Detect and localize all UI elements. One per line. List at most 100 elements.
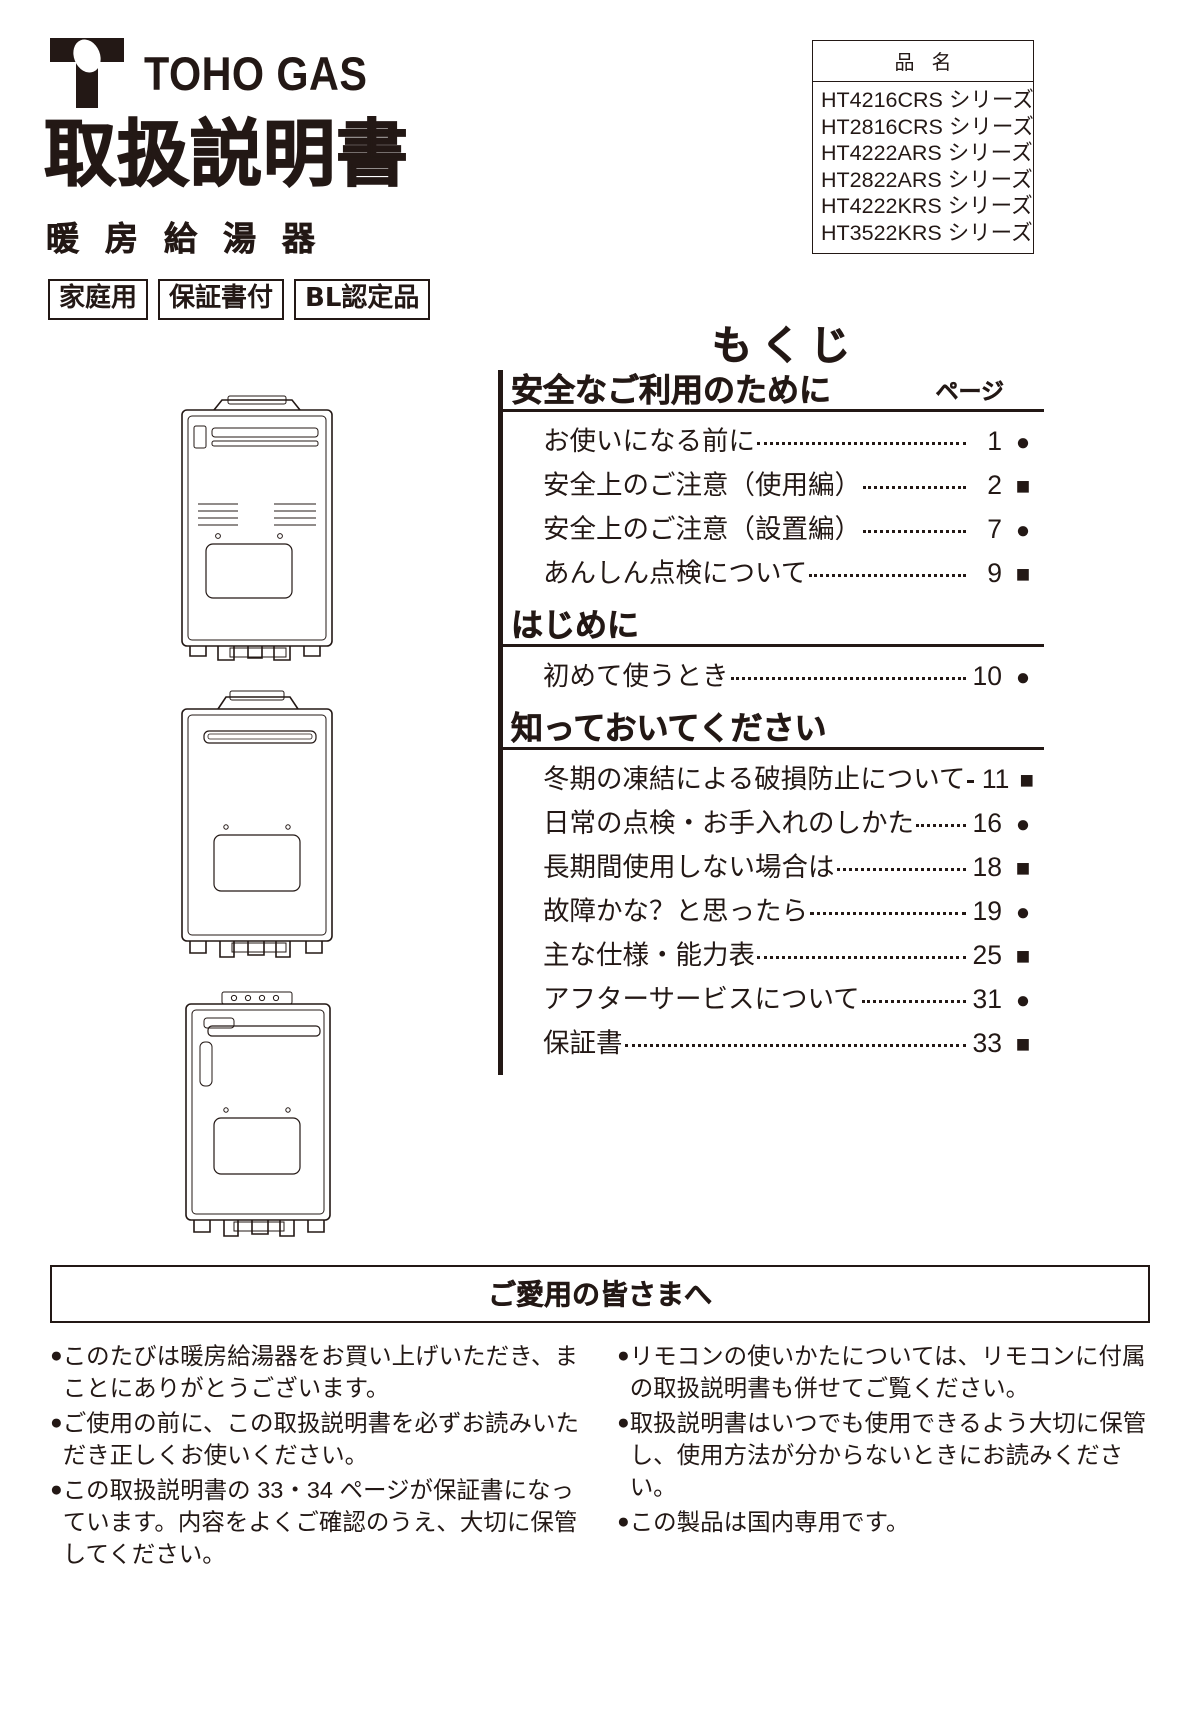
circle-marker-icon <box>1002 519 1044 543</box>
list-item[interactable]: 日常の点検・お手入れのしかた 16 <box>503 801 1044 845</box>
bullet-icon: ● <box>617 1344 630 1367</box>
square-marker-icon <box>1002 857 1044 881</box>
list-item[interactable]: 主な仕様・能力表 25 <box>503 933 1044 977</box>
toc-item-label: 主な仕様・能力表 <box>543 940 755 970</box>
list-item: HT2816CRS シリーズ <box>821 114 1034 139</box>
list-item: ● この製品は国内専用です。 <box>617 1507 1150 1539</box>
list-item[interactable]: 保証書 33 <box>503 1021 1044 1065</box>
list-item: HT4216CRS シリーズ <box>821 88 1034 112</box>
toc-item-label: 故障かな？と思ったら <box>543 896 808 926</box>
list-item: ● このたびは暖房給湯器をお買い上げいただき、まことにありがとうございます。 <box>50 1341 583 1405</box>
circle-marker-icon <box>1002 989 1044 1013</box>
list-item[interactable]: 安全上のご注意（使用編） 2 <box>503 463 1044 507</box>
badge-bl-certified: BL認定品 <box>294 279 431 321</box>
toc-item-page: 31 <box>972 984 1002 1014</box>
toc-section-items: 初めて使うとき 10 <box>498 647 1044 708</box>
toc-leader-dots <box>810 912 966 915</box>
product-table-header: 品名 <box>813 41 1033 82</box>
list-item[interactable]: あんしん点検について 9 <box>503 551 1044 595</box>
toc-item-page: 18 <box>972 852 1002 882</box>
toc-leader-dots <box>836 868 966 871</box>
wall-hung-water-heater-unit-1-icon <box>181 395 333 661</box>
notice-right-column: ● リモコンの使いかたについては、リモコンに付属の取扱説明書も併せてご覧ください… <box>617 1341 1150 1574</box>
square-marker-icon <box>1002 563 1044 587</box>
square-marker-icon <box>1002 1033 1044 1057</box>
toc-item-label: 日常の点検・お手入れのしかた <box>543 808 914 838</box>
toc-item-page: 7 <box>987 514 1002 544</box>
notice-columns: ● このたびは暖房給湯器をお買い上げいただき、まことにありがとうございます。 ●… <box>50 1341 1150 1574</box>
badge-warranty-included: 保証書付 <box>158 279 285 321</box>
toc-item-label: 保証書 <box>543 1028 623 1058</box>
list-item[interactable]: アフターサービスについて 31 <box>503 977 1044 1021</box>
wall-hung-water-heater-unit-2-icon <box>181 690 333 958</box>
circle-marker-icon <box>1002 901 1044 925</box>
toc-page-label: ページ <box>935 379 1004 405</box>
notice-text: この取扱説明書の 33・34 ページが保証書になっています。内容をよくご確認のう… <box>62 1476 578 1567</box>
square-marker-icon <box>1002 945 1044 969</box>
toc-leader-dots <box>967 780 974 783</box>
toc-section-items: 冬期の凍結による破損防止について 11 日常の点検・お手入れのしかた 16 長期… <box>498 750 1044 1075</box>
toc-item-label: 安全上のご注意（使用編） <box>543 470 861 500</box>
list-item: ● ご使用の前に、この取扱説明書を必ずお読みいただき正しくお使いください。 <box>50 1408 583 1472</box>
list-item[interactable]: 安全上のご注意（設置編） 7 <box>503 507 1044 551</box>
toc-leader-dots <box>757 442 966 445</box>
notice-text: この製品は国内専用です。 <box>629 1508 910 1535</box>
toc-item-page: 16 <box>972 808 1002 838</box>
wall-hung-water-heater-unit-3-icon <box>185 991 331 1237</box>
notice-text: リモコンの使いかたについては、リモコンに付属の取扱説明書も併せてご覧ください。 <box>629 1343 1146 1401</box>
toc-leader-dots <box>809 574 966 577</box>
product-name-table: 品名 HT4216CRS シリーズ HT2816CRS シリーズ HT4222A… <box>812 40 1034 255</box>
toc-item-page: 10 <box>972 661 1002 691</box>
toc-section-title: 知っておいてください <box>511 709 827 748</box>
toc-leader-dots <box>863 530 966 533</box>
badge-home-use: 家庭用 <box>48 279 149 321</box>
page-title: 取扱説明書 <box>43 112 410 196</box>
toc-section-items: お使いになる前に 1 安全上のご注意（使用編） 2 安全上のご注意（設置編） 7 <box>498 412 1044 605</box>
toc-item-page: 11 <box>981 764 1010 794</box>
list-item: HT2822ARS シリーズ <box>821 167 1033 192</box>
toc-leader-dots <box>863 486 966 489</box>
bullet-icon: ● <box>617 1509 630 1533</box>
toc-section-header: はじめに <box>498 605 1044 647</box>
list-item[interactable]: 初めて使うとき 10 <box>503 654 1044 698</box>
toc-section-safety: 安全なご利用のために ページ お使いになる前に 1 安全上のご注意（使用編） 2 <box>498 370 1044 605</box>
list-item: HT4222KRS シリーズ <box>821 194 1033 219</box>
toc-leader-dots <box>757 956 966 959</box>
toc-leader-dots <box>916 824 966 827</box>
notice-box: ご愛用の皆さまへ ● このたびは暖房給湯器をお買い上げいただき、まことにありがと… <box>50 1265 1150 1574</box>
toc-item-page: 1 <box>987 426 1002 456</box>
toc-item-label: あんしん点検について <box>543 558 808 588</box>
toc-leader-dots <box>730 677 966 680</box>
toc-item-label: 初めて使うとき <box>543 661 729 691</box>
brand-logo: TOHO GAS <box>48 36 398 110</box>
notice-heading: ご愛用の皆さまへ <box>50 1265 1150 1323</box>
bullet-icon: ● <box>617 1410 630 1434</box>
toc-title: もくじ <box>712 323 859 370</box>
toc-item-label: 安全上のご注意（設置編） <box>543 514 861 544</box>
toc-item-page: 19 <box>972 896 1002 926</box>
table-of-contents: 安全なご利用のために ページ お使いになる前に 1 安全上のご注意（使用編） 2 <box>498 370 1044 1075</box>
list-item: HT4222ARS シリーズ <box>821 141 1033 166</box>
square-marker-icon <box>1002 475 1044 499</box>
list-item[interactable]: 冬期の凍結による破損防止について 11 <box>503 757 1044 801</box>
list-item[interactable]: 長期間使用しない場合は 18 <box>503 845 1044 889</box>
bullet-icon: ● <box>50 1477 63 1501</box>
circle-marker-icon <box>1002 431 1044 455</box>
list-item[interactable]: お使いになる前に 1 <box>503 419 1044 463</box>
brand-name: TOHO GAS <box>144 46 368 100</box>
list-item: ● この取扱説明書の 33・34 ページが保証書になっています。内容をよくご確認… <box>50 1475 583 1571</box>
toc-section-getting-started: はじめに 初めて使うとき 10 <box>498 605 1044 708</box>
toc-section-title: はじめに <box>511 606 640 645</box>
list-item[interactable]: 故障かな？と思ったら 19 <box>503 889 1044 933</box>
notice-left-column: ● このたびは暖房給湯器をお買い上げいただき、まことにありがとうございます。 ●… <box>50 1341 583 1574</box>
toc-item-page: 33 <box>972 1028 1002 1058</box>
square-marker-icon <box>1009 769 1044 793</box>
badge-group: 家庭用 保証書付 BL認定品 <box>48 279 431 321</box>
notice-text: このたびは暖房給湯器をお買い上げいただき、まことにありがとうございます。 <box>62 1343 579 1401</box>
toc-item-page: 2 <box>987 470 1002 500</box>
product-illustrations <box>170 386 350 1257</box>
toc-section-header: 安全なご利用のために ページ <box>498 370 1044 412</box>
toc-section-title: 安全なご利用のために <box>511 371 832 410</box>
product-category-title: 暖房給湯器 <box>46 219 341 259</box>
